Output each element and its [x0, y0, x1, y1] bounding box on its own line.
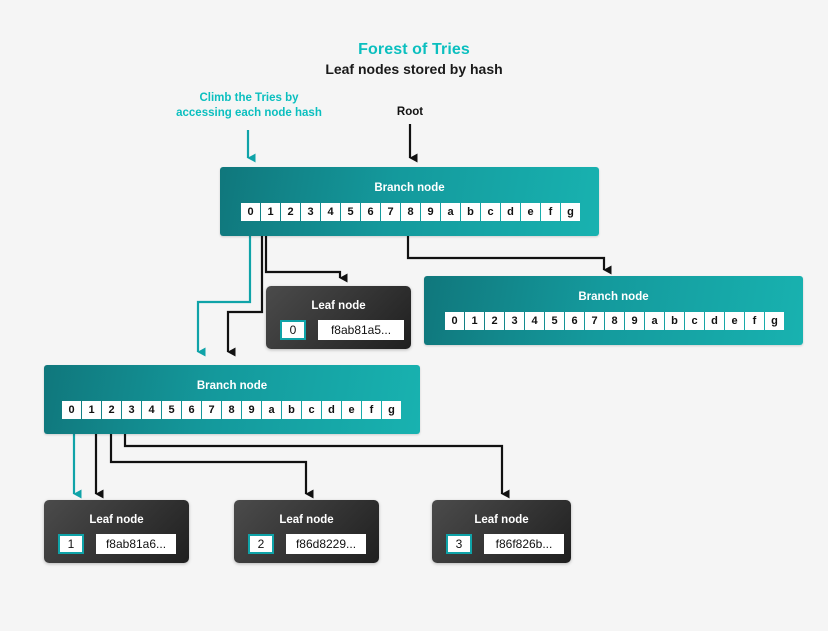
leaf-node-1-label: Leaf node — [89, 514, 144, 526]
edge-lower2-to-leaf2 — [109, 428, 314, 499]
branch-cell-6[interactable]: 6 — [565, 312, 584, 330]
branch-node-right-label: Branch node — [578, 291, 649, 303]
branch-cell-d[interactable]: d — [322, 401, 341, 419]
branch-cell-c[interactable]: c — [685, 312, 704, 330]
branch-node-root-label: Branch node — [374, 182, 445, 194]
leaf-node-3[interactable]: Leaf node 3 f86f826b... — [432, 500, 571, 563]
climb-annotation-line2: accessing each node hash — [176, 107, 322, 119]
branch-cell-7[interactable]: 7 — [585, 312, 604, 330]
branch-cell-g[interactable]: g — [382, 401, 401, 419]
leaf-node-top-value: f8ab81a5... — [318, 320, 404, 340]
leaf-node-1-row: 1 f8ab81a6... — [58, 534, 176, 554]
leaf-node-3-row: 3 f86f826b... — [446, 534, 564, 554]
leaf-node-1-value: f8ab81a6... — [96, 534, 176, 554]
branch-cell-7[interactable]: 7 — [381, 203, 400, 221]
leaf-node-2-value: f86d8229... — [286, 534, 366, 554]
leaf-node-1[interactable]: Leaf node 1 f8ab81a6... — [44, 500, 189, 563]
branch-cell-f[interactable]: f — [362, 401, 381, 419]
climb-annotation-label: Climb the Tries by accessing each node h… — [160, 91, 338, 121]
branch-cell-c[interactable]: c — [302, 401, 321, 419]
leaf-node-top-key: 0 — [280, 320, 306, 340]
branch-cell-a[interactable]: a — [645, 312, 664, 330]
page-subtitle: Leaf nodes stored by hash — [325, 61, 503, 77]
branch-cell-g[interactable]: g — [561, 203, 580, 221]
branch-cell-2[interactable]: 2 — [102, 401, 121, 419]
branch-cell-0[interactable]: 0 — [241, 203, 260, 221]
branch-cell-0[interactable]: 0 — [62, 401, 81, 419]
edge-root8-to-right-branch — [406, 222, 612, 275]
leaf-node-2-label: Leaf node — [279, 514, 334, 526]
branch-cell-9[interactable]: 9 — [421, 203, 440, 221]
branch-cell-8[interactable]: 8 — [401, 203, 420, 221]
climb-annotation-line1: Climb the Tries by — [199, 92, 299, 104]
branch-cell-1[interactable]: 1 — [261, 203, 280, 221]
branch-cell-6[interactable]: 6 — [182, 401, 201, 419]
edge-root0-to-lower-branch — [196, 222, 252, 357]
branch-cell-6[interactable]: 6 — [361, 203, 380, 221]
branch-cell-1[interactable]: 1 — [82, 401, 101, 419]
branch-cell-8[interactable]: 8 — [605, 312, 624, 330]
branch-cell-4[interactable]: 4 — [321, 203, 340, 221]
branch-cell-d[interactable]: d — [501, 203, 520, 221]
leaf-node-top[interactable]: Leaf node 0 f8ab81a5... — [266, 286, 411, 349]
leaf-node-2[interactable]: Leaf node 2 f86d8229... — [234, 500, 379, 563]
branch-cell-a[interactable]: a — [262, 401, 281, 419]
branch-cell-8[interactable]: 8 — [222, 401, 241, 419]
branch-cell-d[interactable]: d — [705, 312, 724, 330]
root-annotation-label: Root — [396, 106, 424, 118]
branch-cell-f[interactable]: f — [745, 312, 764, 330]
edge-root1-to-lower-branch — [226, 222, 264, 357]
branch-cell-9[interactable]: 9 — [242, 401, 261, 419]
branch-cell-5[interactable]: 5 — [545, 312, 564, 330]
page-title: Forest of Tries — [358, 41, 470, 58]
branch-cell-c[interactable]: c — [481, 203, 500, 221]
branch-cell-4[interactable]: 4 — [142, 401, 161, 419]
branch-cell-b[interactable]: b — [461, 203, 480, 221]
edge-root-to-leaf-top — [264, 222, 348, 283]
edge-lower3-to-leaf3 — [123, 428, 510, 499]
leaf-node-top-label: Leaf node — [311, 300, 366, 312]
branch-node-lower-label: Branch node — [196, 380, 268, 392]
leaf-node-top-row: 0 f8ab81a5... — [280, 320, 404, 340]
branch-cell-9[interactable]: 9 — [625, 312, 644, 330]
branch-cell-e[interactable]: e — [725, 312, 744, 330]
branch-cell-7[interactable]: 7 — [202, 401, 221, 419]
leaf-node-2-key: 2 — [248, 534, 274, 554]
branch-cell-0[interactable]: 0 — [445, 312, 464, 330]
branch-cell-3[interactable]: 3 — [122, 401, 141, 419]
branch-cell-a[interactable]: a — [441, 203, 460, 221]
leaf-node-1-key: 1 — [58, 534, 84, 554]
leaf-node-2-row: 2 f86d8229... — [248, 534, 366, 554]
branch-cell-5[interactable]: 5 — [341, 203, 360, 221]
branch-cell-f[interactable]: f — [541, 203, 560, 221]
branch-cell-e[interactable]: e — [521, 203, 540, 221]
branch-cell-3[interactable]: 3 — [505, 312, 524, 330]
leaf-node-3-value: f86f826b... — [484, 534, 564, 554]
branch-cell-e[interactable]: e — [342, 401, 361, 419]
branch-cell-4[interactable]: 4 — [525, 312, 544, 330]
branch-cell-g[interactable]: g — [765, 312, 784, 330]
branch-cell-5[interactable]: 5 — [162, 401, 181, 419]
leaf-node-3-label: Leaf node — [474, 514, 529, 526]
branch-cell-2[interactable]: 2 — [281, 203, 300, 221]
branch-cell-b[interactable]: b — [665, 312, 684, 330]
branch-cell-3[interactable]: 3 — [301, 203, 320, 221]
leaf-node-3-key: 3 — [446, 534, 472, 554]
branch-cell-1[interactable]: 1 — [465, 312, 484, 330]
branch-cell-b[interactable]: b — [282, 401, 301, 419]
branch-cell-2[interactable]: 2 — [485, 312, 504, 330]
